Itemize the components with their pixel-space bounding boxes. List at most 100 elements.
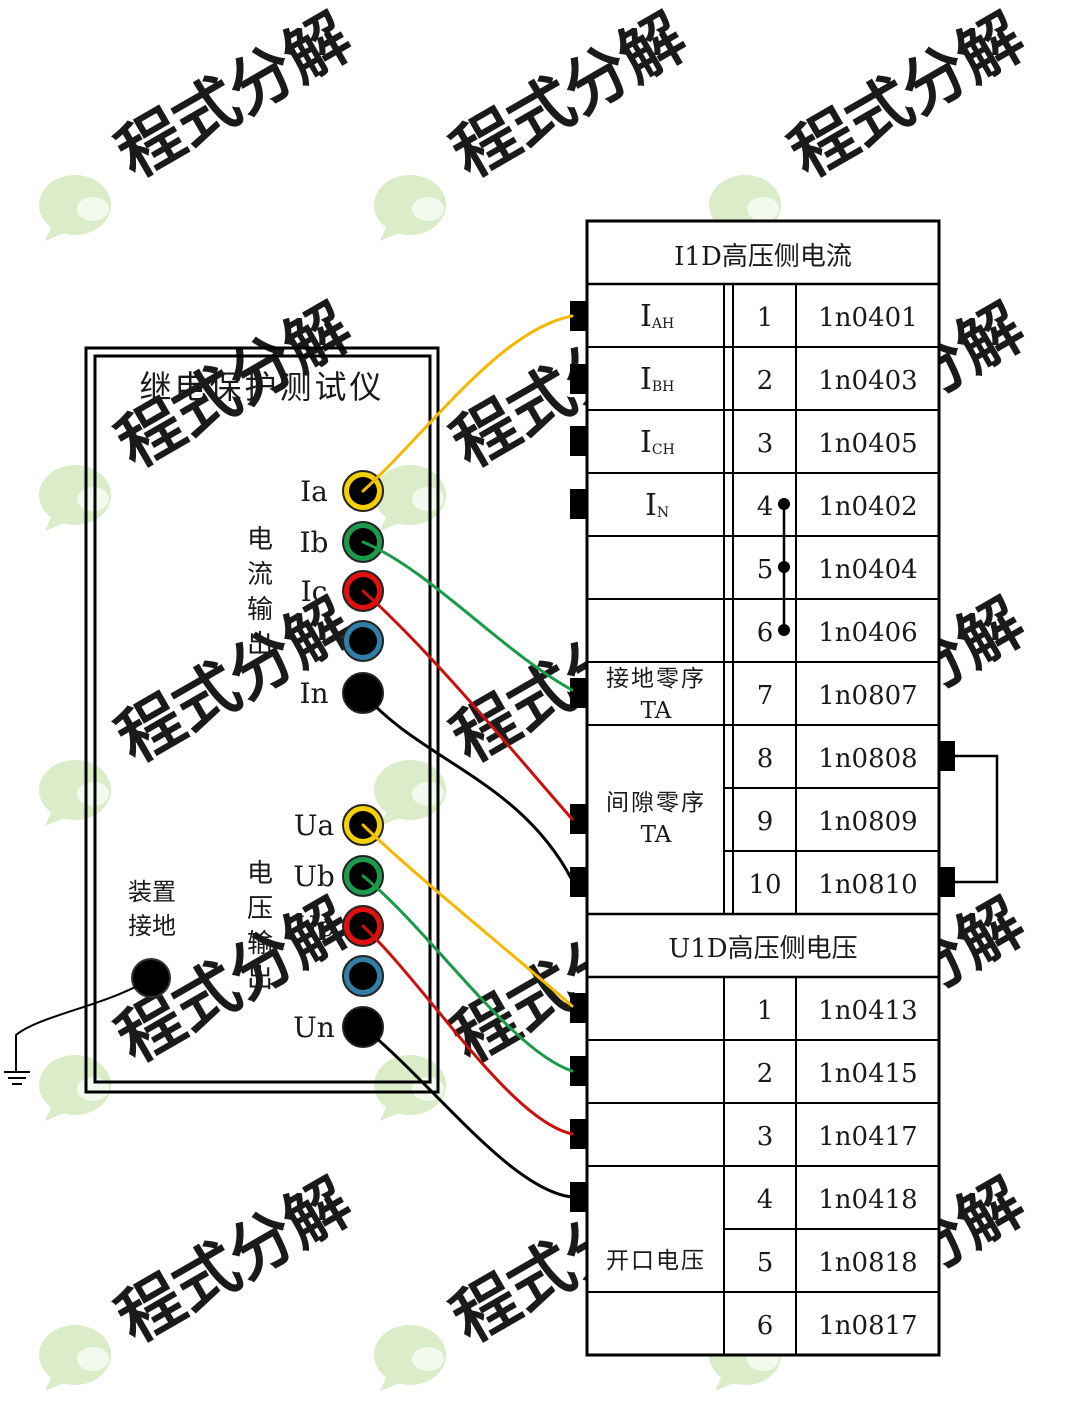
label-ibh: IBH <box>640 362 674 397</box>
wire-ua-to-u1d-1 <box>361 823 574 1008</box>
watermark-text: 程式分解 <box>440 1 699 193</box>
watermark-text: 程式分解 <box>778 1 1037 193</box>
terminal-code: 1n0817 <box>818 1311 917 1341</box>
current-output-label: 电 流 输 出 <box>247 525 273 660</box>
current-terminal-label: In <box>299 677 328 710</box>
voltage-label-char-2: 压 <box>247 894 273 924</box>
terminal-code: 1n0818 <box>818 1248 917 1278</box>
left-plug-u1d <box>570 993 586 1023</box>
jumper-dot-6 <box>778 624 790 636</box>
left-plug-u1d <box>570 1056 586 1086</box>
i1d-signal-labels: IAH IBH ICH IN 接地零序 TA 间隙零序 TA 开口电压 <box>606 299 706 1274</box>
label-gap-zero-seq: 间隙零序 <box>606 790 706 816</box>
voltage-terminal-2: Ub <box>293 855 384 897</box>
terminal-code: 1n0403 <box>818 366 917 396</box>
terminal-code: 1n0404 <box>818 555 917 585</box>
terminal-plugs <box>570 301 955 1212</box>
current-terminal-1: Ia <box>300 470 384 512</box>
right-plug-8 <box>939 741 955 771</box>
left-plug-i1d <box>570 804 586 834</box>
terminal-code: 1n0808 <box>818 744 917 774</box>
left-plug-i1d <box>570 426 586 456</box>
terminal-number: 2 <box>757 1059 774 1089</box>
current-label-char-2: 流 <box>247 560 273 590</box>
shorting-link-8-10 <box>950 754 999 884</box>
earth-symbol <box>4 977 152 1085</box>
u1d-row-2: 2 1n0415 <box>757 1059 918 1089</box>
left-plug-i1d <box>570 489 586 519</box>
terminal-number: 4 <box>757 492 774 522</box>
watermark-text: 程式分解 <box>105 1 364 193</box>
label-ich: ICH <box>640 425 675 460</box>
terminal-number: 5 <box>757 1248 774 1278</box>
ground-label-line-1: 装置 <box>128 878 176 906</box>
label-in: IN <box>645 488 669 523</box>
current-terminal-3: Ic <box>301 570 384 612</box>
terminal-code: 1n0809 <box>818 807 917 837</box>
tester-outer-frame <box>84 346 440 1094</box>
u1d-row-5: 5 1n0818 <box>757 1248 918 1278</box>
current-terminal-2: Ib <box>300 521 384 563</box>
wire-ub-to-u1d-2 <box>361 874 574 1073</box>
i1d-title: I1D高压侧电流 <box>674 242 852 272</box>
watermark-text: 程式分解 <box>105 1166 364 1358</box>
watermark-bubble-icon <box>39 175 111 241</box>
terminal-code: 1n0401 <box>818 303 917 333</box>
u1d-row-1: 1 1n0413 <box>757 996 918 1026</box>
terminal-code: 1n0415 <box>818 1059 917 1089</box>
ground-label-line-2: 接地 <box>128 912 176 940</box>
voltage-terminal-label: Ua <box>294 809 334 842</box>
test-wires <box>361 314 574 1199</box>
terminal-number: 7 <box>757 681 774 711</box>
label-open-delta-voltage: 开口电压 <box>606 1248 706 1274</box>
terminal-number: 2 <box>757 366 774 396</box>
wire-uc-to-u1d-3 <box>361 924 574 1136</box>
current-terminal-5: In <box>299 672 384 714</box>
terminal-code: 1n0413 <box>818 996 917 1026</box>
label-ground-zero-seq-ta: TA <box>641 698 672 724</box>
voltage-terminal-5: Un <box>293 1006 384 1048</box>
label-ground-zero-seq: 接地零序 <box>606 666 706 692</box>
terminal-number: 5 <box>757 555 774 585</box>
label-iah: IAH <box>640 299 674 334</box>
i1d-row-5: 5 1n0404 <box>757 555 918 585</box>
current-terminal-4 <box>342 620 384 662</box>
voltage-terminal-label: Un <box>293 1011 335 1044</box>
left-plug-i1d <box>570 301 586 331</box>
watermark-bubble-icon <box>374 760 446 826</box>
u1d-title: U1D高压侧电压 <box>668 934 857 964</box>
terminal-code: 1n0405 <box>818 429 917 459</box>
terminal-number: 1 <box>757 996 774 1026</box>
i1d-row-7: 7 1n0807 <box>757 681 918 711</box>
watermark-bubble-icon <box>39 1055 111 1121</box>
current-label-char-4: 出 <box>247 630 273 660</box>
voltage-output-label: 电 压 输 出 <box>247 859 273 994</box>
voltage-terminal-label: Ub <box>293 860 335 893</box>
label-gap-zero-seq-ta: TA <box>641 822 672 848</box>
jumper-dot-4 <box>778 498 790 510</box>
left-plug-u1d <box>570 1119 586 1149</box>
left-plug-i1d <box>570 867 586 897</box>
wire-in-to-terminal-10 <box>361 691 574 882</box>
terminal-number: 4 <box>757 1185 774 1215</box>
terminal-table-grid <box>587 282 939 1355</box>
terminal-number: 6 <box>757 1311 774 1341</box>
terminal-code: 1n0807 <box>818 681 917 711</box>
current-label-char-1: 电 <box>247 525 273 555</box>
current-terminal-label: Ia <box>300 475 328 508</box>
jumper-4-5-6 <box>778 498 790 636</box>
terminal-number: 9 <box>757 807 774 837</box>
wire-un-to-u1d-4 <box>361 1025 574 1199</box>
terminal-number: 3 <box>757 429 774 459</box>
i1d-row-3: 3 1n0405 <box>757 429 918 459</box>
wire-ia-to-iah <box>361 314 574 493</box>
